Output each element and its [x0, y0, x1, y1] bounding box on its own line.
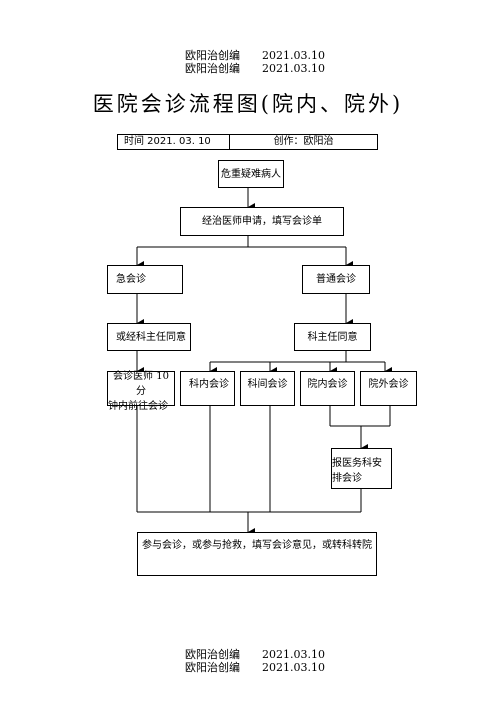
footer-author: 欧阳治创编 — [185, 648, 240, 661]
node-hospital-external: 院外会诊 — [360, 371, 417, 406]
node-label-line-2: 排会诊 — [332, 473, 362, 484]
node-label: 经治医师申请，填写会诊单 — [202, 216, 322, 227]
node-medical-affairs: 报医务科安 排会诊 — [331, 448, 392, 489]
node-critical-patient: 危重疑难病人 — [218, 160, 284, 188]
node-label: 参与会诊，或参与抢救，填写会诊意见，或转科转院 — [142, 540, 372, 551]
header-line-2: 欧阳治创编 2021.03.10 — [0, 49, 496, 88]
node-urgent-consultation: 急会诊 — [107, 265, 183, 294]
header-date: 2021.03.10 — [262, 49, 325, 62]
header-author: 欧阳治创编 — [185, 62, 240, 75]
node-label: 普通会诊 — [316, 274, 356, 285]
footer-date: 2021.03.10 — [262, 648, 325, 661]
footer-line-1: 欧阳治创编 2021.03.10 — [0, 635, 496, 674]
node-label: 院内会诊 — [307, 379, 348, 390]
header-line-1: 欧阳治创编 2021.03.10 — [0, 36, 496, 75]
node-hospital-internal: 院内会诊 — [300, 371, 355, 406]
node-label-line-1: 会诊医师 10 分 — [113, 370, 169, 397]
node-label: 急会诊 — [116, 274, 146, 285]
node-label: 科内会诊 — [189, 379, 229, 390]
header-author: 欧阳治创编 — [185, 49, 240, 62]
node-doctor-10min: 会诊医师 10 分 钟内前往会诊 — [107, 370, 175, 412]
node-label-line-1: 报医务科安 — [332, 458, 382, 469]
meta-time: 时间 2021. 03. 10 — [118, 135, 230, 149]
node-director-agree: 科主任同意 — [294, 323, 371, 351]
node-label: 科间会诊 — [247, 379, 288, 390]
header-date: 2021.03.10 — [262, 62, 325, 75]
meta-bar: 时间 2021. 03. 10 创作：欧阳治 — [117, 134, 378, 150]
node-label: 科主任同意 — [307, 331, 358, 343]
footer-date: 2021.03.10 — [262, 661, 325, 674]
meta-author: 创作：欧阳治 — [273, 136, 334, 147]
node-final-consultation: 参与会诊，或参与抢救，填写会诊意见，或转科转院 — [137, 532, 377, 576]
node-label: 或经科主任同意 — [116, 331, 186, 343]
node-label: 危重疑难病人 — [221, 168, 281, 180]
node-or-director-agree: 或经科主任同意 — [107, 323, 191, 351]
page-title: 医院会诊流程图(院内、院外) — [92, 92, 404, 116]
node-dept-internal: 科内会诊 — [180, 371, 235, 406]
node-label-line-2: 钟内前往会诊 — [108, 400, 168, 412]
footer-line-2: 欧阳治创编 2021.03.10 — [0, 648, 496, 687]
node-dept-between: 科间会诊 — [240, 371, 295, 406]
footer-author: 欧阳治创编 — [185, 661, 240, 674]
node-label: 院外会诊 — [368, 379, 409, 390]
node-normal-consultation: 普通会诊 — [302, 265, 370, 294]
node-doctor-apply: 经治医师申请，填写会诊单 — [180, 207, 344, 236]
